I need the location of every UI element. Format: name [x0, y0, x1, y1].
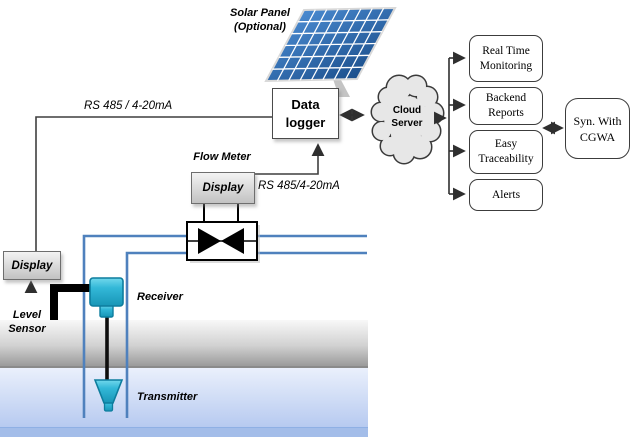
pipe-upper	[82, 234, 367, 418]
ground-band	[0, 320, 368, 368]
receiver-label: Receiver	[137, 291, 183, 303]
receiver-icon	[89, 277, 124, 318]
transmitter-icon	[93, 379, 124, 412]
output-box-easy-traceability: Easy Traceability	[469, 130, 543, 174]
solar-panel-leg	[333, 79, 350, 97]
solar-panel-label: Solar Panel (Optional)	[230, 7, 290, 33]
output-box-backend-reports: Backend Reports	[469, 87, 543, 125]
output-box-real-time-monitoring: Real Time Monitoring	[469, 35, 543, 82]
connector-flow-to-logger	[253, 143, 325, 175]
water-bottom-strip	[0, 427, 368, 437]
water-band	[0, 368, 368, 427]
flow-meter-label: Flow Meter	[193, 151, 251, 163]
level-sensor-display: Display	[3, 251, 61, 280]
cloud-icon	[370, 74, 445, 165]
cloud-server-label: Cloud Server	[391, 105, 423, 129]
level-sensor-arm	[50, 284, 92, 320]
data-logger-box: Data logger	[272, 88, 339, 139]
sync-cgwa-box: Syn. With CGWA	[565, 98, 630, 159]
rs485-level-link-label: RS 485 / 4-20mA	[84, 100, 173, 112]
output-box-alerts: Alerts	[469, 179, 543, 211]
pipe-lower	[125, 251, 367, 418]
level-sensor-label: Level Sensor	[8, 309, 46, 335]
transmitter-label: Transmitter	[137, 391, 198, 403]
solar-panel-icon	[266, 8, 395, 97]
rs485-flow-link-label: RS 485/4-20mA	[258, 180, 340, 192]
valve-icon	[186, 221, 260, 263]
connector-level-to-logger	[35, 116, 272, 251]
flow-meter-display: Display	[191, 172, 255, 204]
